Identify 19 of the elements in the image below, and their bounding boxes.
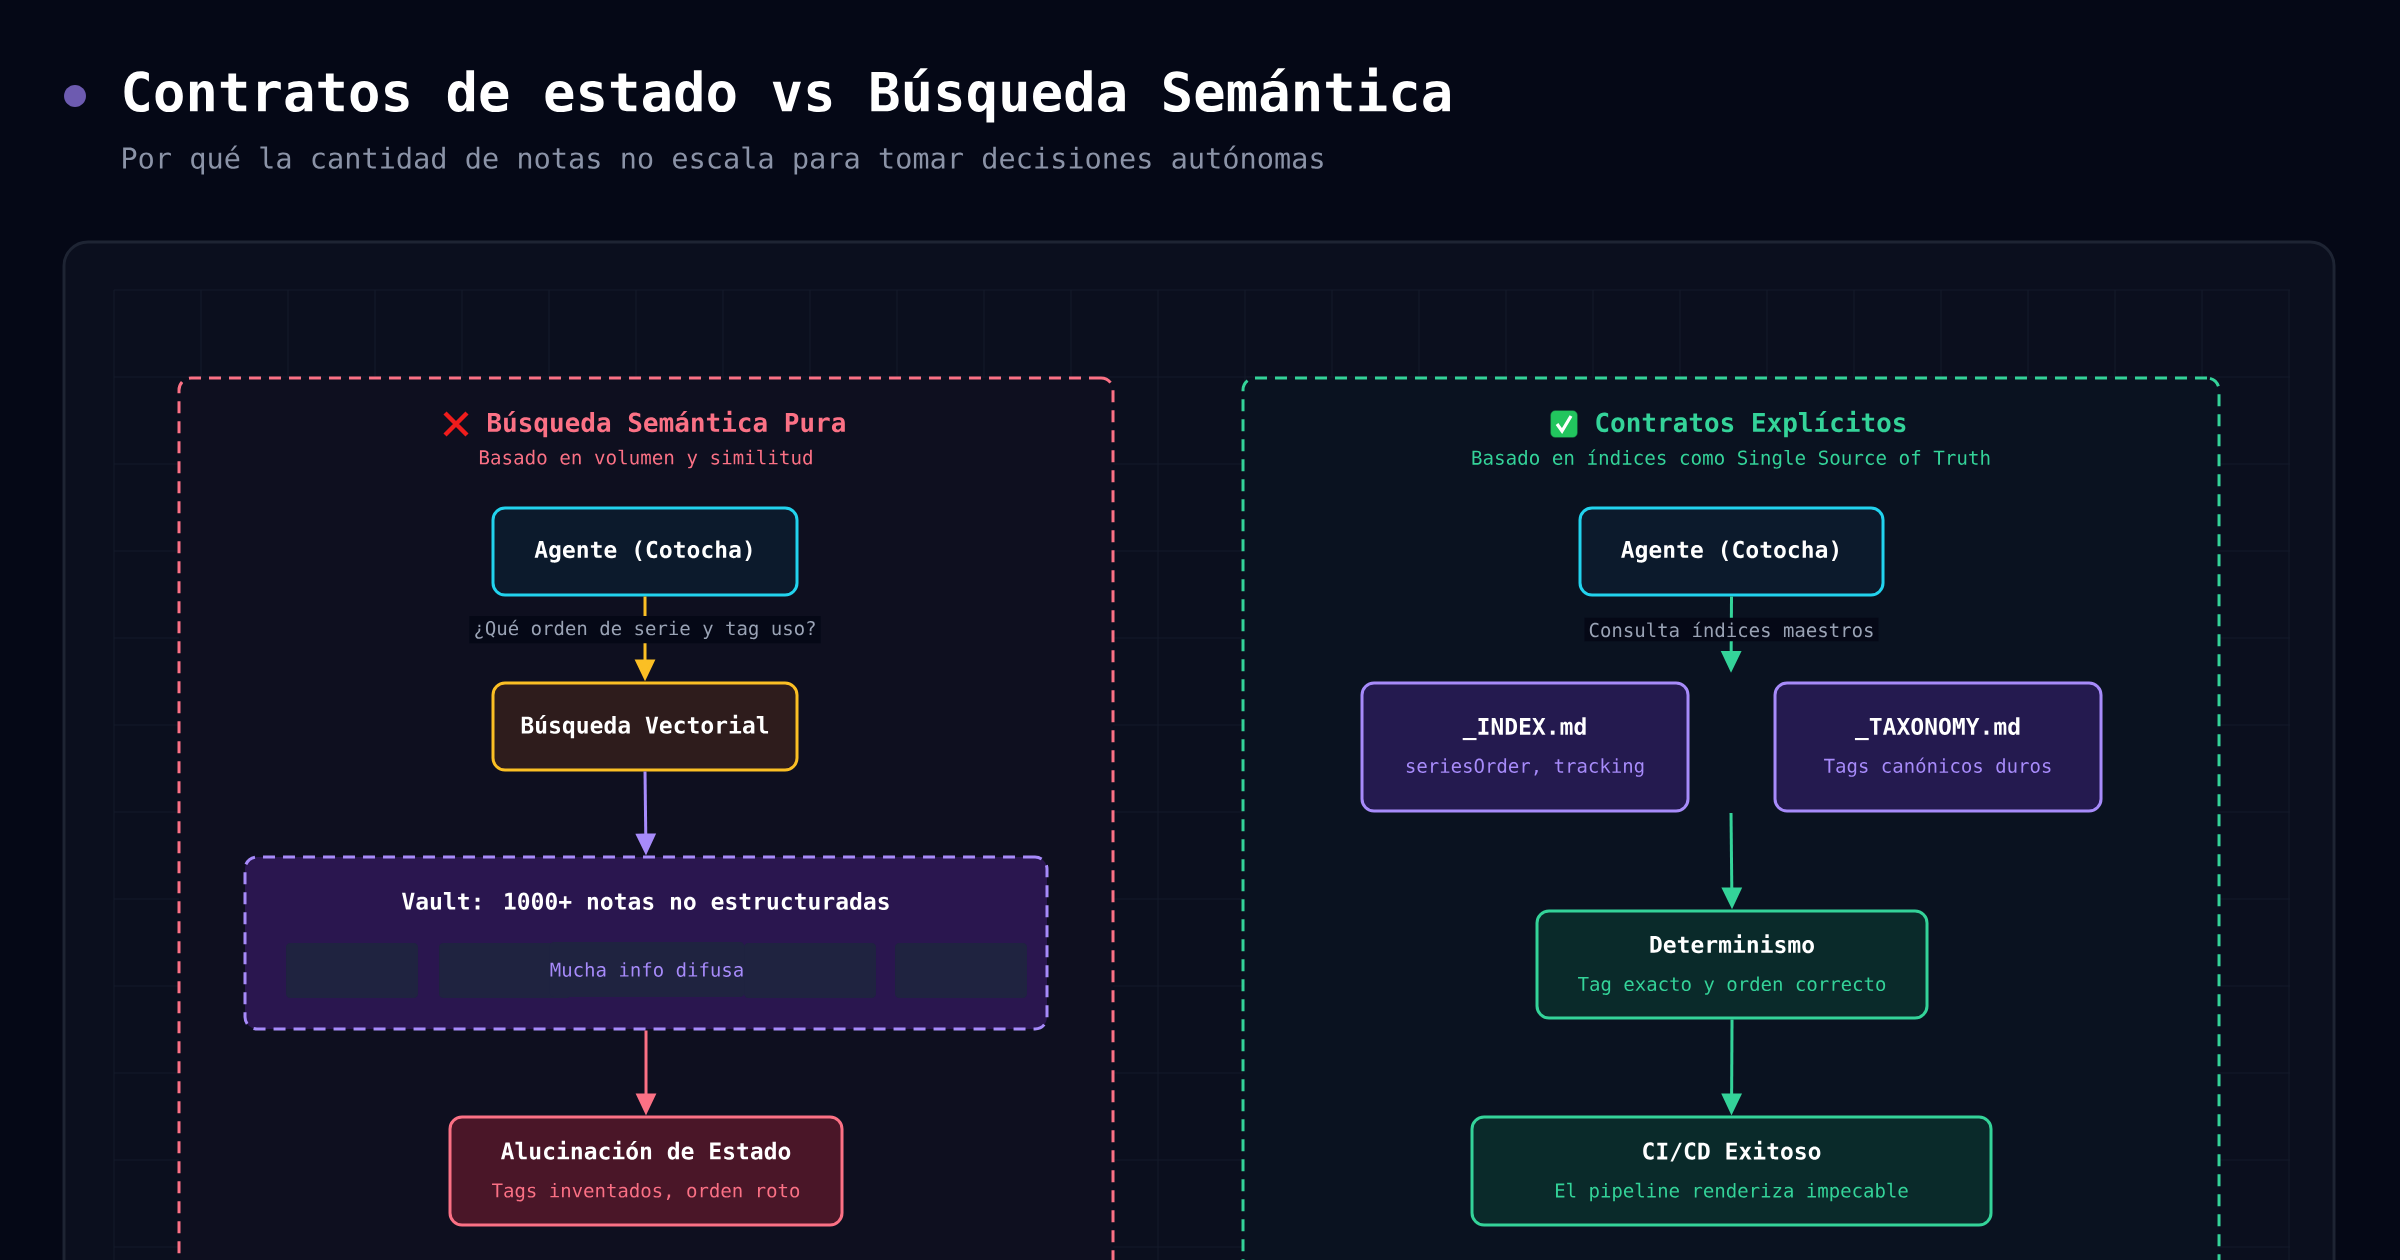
process-box: Búsqueda Vectorial xyxy=(491,681,799,772)
subtitle: Por qué la cantidad de notas no escala para tomar decisiones autónomas xyxy=(123,145,1323,175)
process-box: _INDEX.md seriesOrder, tracking xyxy=(1360,681,1690,813)
note-tile: Mucha info difusa xyxy=(549,942,745,997)
node-label: Mucha info difusa xyxy=(550,962,743,977)
process-box: _TAXONOMY.md Tags canónicos duros xyxy=(1773,681,2103,813)
edge-label: ¿Qué orden de serie y tag uso? xyxy=(469,615,821,644)
process-box: Determinismo Tag exacto y orden correcto xyxy=(1535,909,1929,1020)
panel-subtitle: Basado en índices como Single Source of Truth xyxy=(1472,449,1990,469)
process-box: CI/CD Exitoso El pipeline renderiza impecable xyxy=(1470,1115,1993,1227)
process-box: Alucinación de Estado Tags inventados, orden roto xyxy=(448,1115,844,1227)
panel-heading: Búsqueda Semántica Pura xyxy=(488,410,845,438)
title: Contratos de estado vs Búsqueda Semántica xyxy=(124,67,1450,123)
process-box: Agente (Cotocha) xyxy=(1578,506,1885,597)
panel-heading: Contratos Explícitos xyxy=(1596,410,1906,438)
edge-label: Consulta índices maestros xyxy=(1584,617,1879,642)
panel-subtitle: Basado en volumen y similitud xyxy=(479,449,812,469)
process-box: Agente (Cotocha) xyxy=(491,506,799,597)
container-title: Vault: 1000+ notas no estructuradas xyxy=(402,892,889,910)
